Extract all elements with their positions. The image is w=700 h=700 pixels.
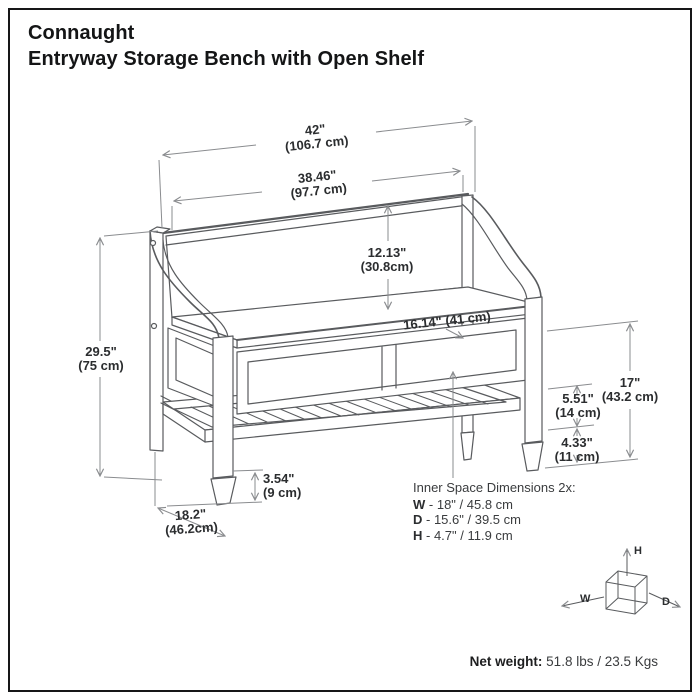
dim-overall-depth: 18.2" (46.2cm) xyxy=(164,506,219,538)
orientation-cube-icon xyxy=(562,549,680,615)
inner-space-h-value: - 4.7" / 11.9 cm xyxy=(426,527,513,543)
dim-overall-height: 29.5" (75 cm) xyxy=(78,345,124,373)
inner-space-heading: Inner Space Dimensions 2x: xyxy=(413,480,576,495)
inner-space-row-w: W - 18" / 45.8 cm xyxy=(413,497,576,513)
inner-space-h-key: H xyxy=(413,527,423,543)
dim-shelf-height-in: 4.33" xyxy=(561,435,593,450)
inner-space-d-value: - 15.6" / 39.5 cm xyxy=(426,512,521,527)
dimension-lines xyxy=(100,121,639,536)
dim-back-width: 38.46" (97.7 cm) xyxy=(289,167,348,201)
dim-leg-height-in: 3.54" xyxy=(263,471,295,486)
dim-shelf-height: 4.33" (11 cm) xyxy=(555,436,600,464)
dim-clearance-height-cm: (14 cm) xyxy=(555,405,601,420)
inner-space-row-d: D - 15.6" / 39.5 cm xyxy=(413,512,576,528)
inner-space-w-key: W xyxy=(413,496,426,512)
product-name: Entryway Storage Bench with Open Shelf xyxy=(28,48,425,70)
bench-geometry xyxy=(149,192,544,506)
title-block: Connaught Entryway Storage Bench with Op… xyxy=(28,20,424,72)
dim-backrest-height-in: 12.13" xyxy=(367,245,407,260)
dim-seat-height-in: 17" xyxy=(619,375,641,390)
net-weight-label: Net weight: xyxy=(469,654,543,669)
net-weight-value: 51.8 lbs / 23.5 Kgs xyxy=(546,654,658,669)
dim-overall-height-cm: (75 cm) xyxy=(78,358,124,373)
dim-seat-height: 17" (43.2 cm) xyxy=(602,376,658,404)
cube-w-label: W xyxy=(580,593,591,605)
inner-space-d-key: D xyxy=(413,512,423,527)
dim-clearance-height: 5.51" (14 cm) xyxy=(555,392,601,420)
dim-clearance-height-in: 5.51" xyxy=(562,391,594,406)
net-weight: Net weight: 51.8 lbs / 23.5 Kgs xyxy=(470,654,658,669)
inner-space-row-h: H - 4.7" / 11.9 cm xyxy=(413,528,576,544)
inner-space-w-value: - 18" / 45.8 cm xyxy=(428,496,513,512)
cube-d-label: D xyxy=(662,596,670,608)
dim-leg-height-cm: (9 cm) xyxy=(263,485,302,500)
cube-h-label: H xyxy=(634,545,642,557)
dim-shelf-height-cm: (11 cm) xyxy=(554,449,600,464)
product-brand: Connaught xyxy=(28,22,135,44)
dim-backrest-height-cm: (30.8cm) xyxy=(360,259,414,274)
dim-leg-height: 3.54" (9 cm) xyxy=(263,472,301,500)
inner-space-note: Inner Space Dimensions 2x: W - 18" / 45.… xyxy=(413,480,576,543)
dim-overall-height-in: 29.5" xyxy=(85,344,117,359)
dim-backrest-height: 12.13" (30.8cm) xyxy=(361,246,414,274)
dim-seat-height-cm: (43.2 cm) xyxy=(601,389,659,404)
